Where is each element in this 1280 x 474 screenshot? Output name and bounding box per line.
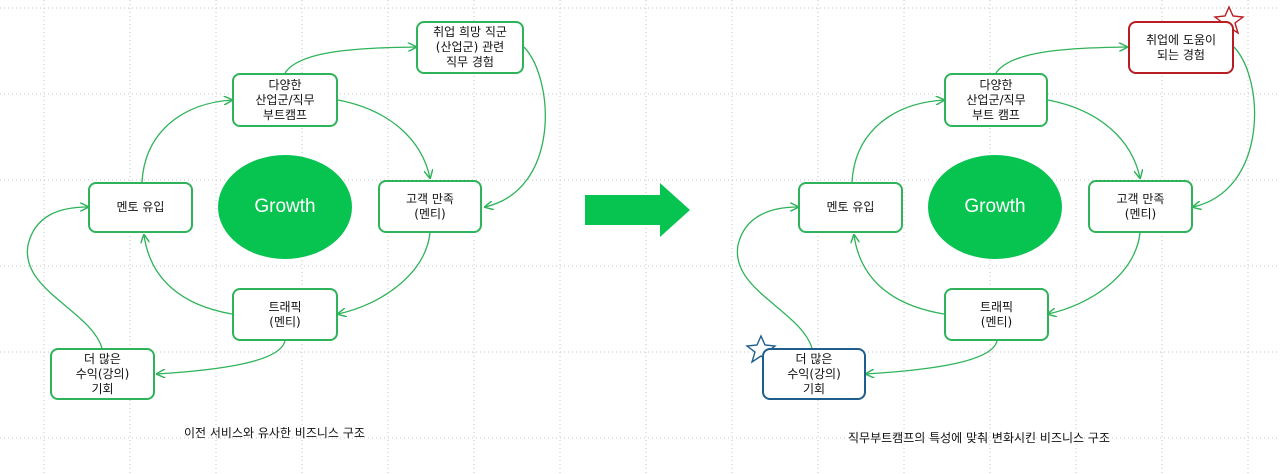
left-caption: 이전 서비스와 유사한 비즈니스 구조: [184, 426, 365, 440]
node-traffic: 트래픽 (멘티): [232, 288, 338, 341]
arrow-satisfaction-to-traffic: [1048, 232, 1141, 314]
node-revenue-highlighted: 더 많은 수익(강의) 기회: [762, 348, 866, 400]
arrow-bootcamp-to-satisfaction: [1047, 99, 1140, 178]
arrow-target-job-to-satisfaction: [1193, 46, 1256, 207]
arrow-revenue-to-mentor: [736, 207, 813, 349]
node-satisfaction: 고객 만족 (멘티): [378, 180, 482, 233]
node-target-job-highlighted: 취업에 도움이 되는 경험: [1128, 21, 1234, 74]
node-bootcamp: 다양한 산업군/직무 부트 캠프: [944, 73, 1048, 127]
growth-circle: Growth: [928, 155, 1062, 259]
node-mentor: 멘토 유입: [798, 182, 903, 233]
node-revenue: 더 많은 수익(강의) 기회: [50, 348, 155, 400]
arrow-target-job-to-satisfaction: [485, 46, 546, 207]
right-caption: 직무부트캠프의 특성에 맞춰 변화시킨 비즈니스 구조: [848, 431, 1110, 445]
arrow-traffic-to-revenue: [157, 340, 286, 374]
arrow-mentor-to-bootcamp: [851, 100, 944, 183]
arrow-revenue-to-mentor: [26, 207, 103, 349]
left-connectors: [26, 46, 546, 374]
node-mentor: 멘토 유입: [88, 182, 193, 233]
arrow-bootcamp-to-target-job: [284, 47, 416, 74]
node-bootcamp: 다양한 산업군/직무 부트캠프: [232, 73, 338, 127]
arrow-bootcamp-to-target-job: [995, 47, 1127, 74]
right-connectors: [736, 46, 1256, 374]
growth-circle: Growth: [218, 155, 352, 259]
node-traffic: 트래픽 (멘티): [944, 288, 1049, 341]
arrow-mentor-to-bootcamp: [141, 100, 232, 183]
arrow-traffic-to-mentor: [854, 235, 945, 315]
node-target-job: 취업 희망 직군 (산업군) 관련 직무 경험: [416, 21, 524, 74]
arrow-satisfaction-to-traffic: [338, 232, 431, 314]
arrow-traffic-to-revenue: [866, 340, 998, 374]
arrow-bootcamp-to-satisfaction: [337, 99, 430, 178]
node-satisfaction: 고객 만족 (멘티): [1088, 180, 1193, 233]
right-arrow-icon: [585, 183, 690, 237]
arrow-traffic-to-mentor: [144, 235, 233, 315]
